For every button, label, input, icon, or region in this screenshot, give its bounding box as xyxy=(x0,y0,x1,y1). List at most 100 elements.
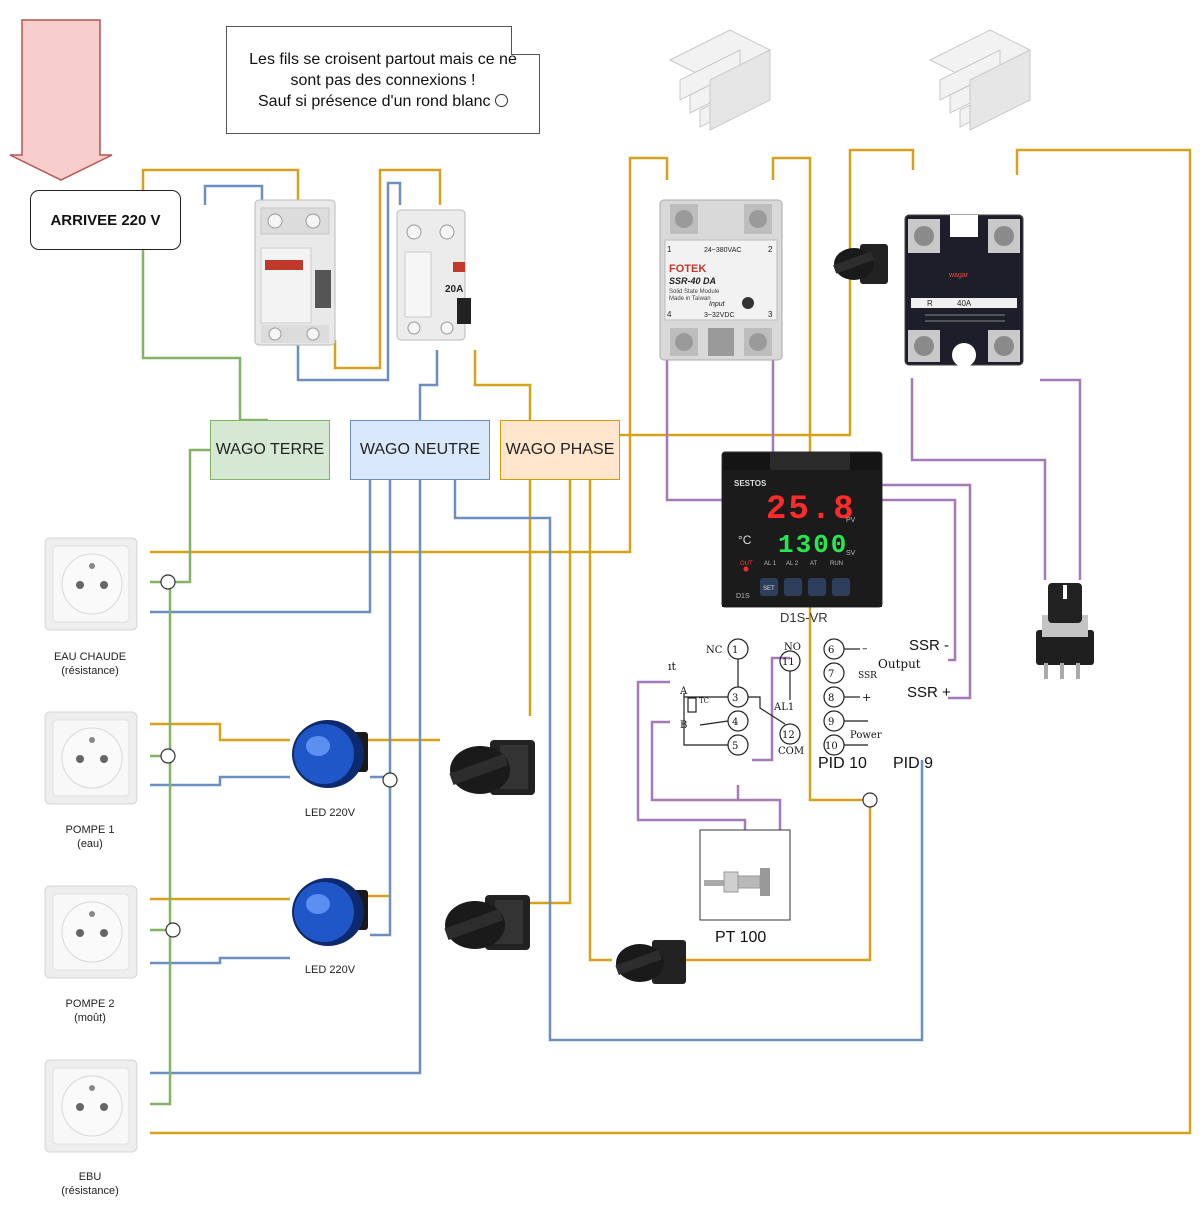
phase-wires xyxy=(141,148,1192,1135)
outlet-name: EAU CHAUDE xyxy=(53,651,127,663)
earth-wires xyxy=(141,250,268,1106)
outlet-eau-chaude xyxy=(44,537,138,631)
outlet-sub: (moût) xyxy=(74,1012,106,1024)
arrivee-box: ARRIVEE 220 V xyxy=(30,190,181,250)
led-indicator-1 xyxy=(292,720,368,788)
terminal-7: 7 xyxy=(828,669,834,680)
outlet-pompe-1 xyxy=(44,711,138,805)
svg-text:+: + xyxy=(862,691,871,704)
control-wires xyxy=(636,360,1082,830)
terminal-5: 5 xyxy=(732,741,738,752)
ssr1-sub2: Made in Taiwan xyxy=(669,296,711,302)
outlet-label-ebu: EBU (résistance) xyxy=(30,1170,150,1198)
outlet-name: EBU xyxy=(78,1171,102,1183)
pid-set-button: SET xyxy=(763,586,775,592)
breaker-rating: 20A xyxy=(445,284,463,295)
terminal-com: COM xyxy=(778,746,804,757)
circuit-breaker: 20A xyxy=(396,209,471,341)
pid-sv-tag: SV xyxy=(846,550,856,557)
terminal-a: A xyxy=(679,686,688,697)
pid-run-led: RUN xyxy=(830,561,843,567)
terminal-8: 8 xyxy=(828,693,834,704)
ssr2-brand: wagar xyxy=(948,272,969,279)
pid-at-led: AT xyxy=(810,561,818,567)
ssr1-sub1: Solid State Module xyxy=(669,289,720,295)
terminal-11: 11 xyxy=(782,657,795,668)
arrivee-label: ARRIVEE 220 V xyxy=(50,211,161,229)
pid-d1s: D1S xyxy=(736,593,750,600)
outlet-label-eau-chaude: EAU CHAUDE (résistance) xyxy=(30,650,150,678)
outlet-sub: (résistance) xyxy=(61,665,119,677)
outlet-name: POMPE 2 xyxy=(65,998,115,1010)
pt100-label: PT 100 xyxy=(715,929,766,946)
pid-unit: °C xyxy=(738,533,752,547)
terminal-9: 9 xyxy=(828,717,834,728)
note-line-3: Sauf si présence d'un rond blanc xyxy=(227,91,539,112)
label-pid10: PID 10 xyxy=(818,755,867,772)
terminal-6: 6 xyxy=(828,645,834,656)
selector-switch-icon xyxy=(444,895,530,950)
pt100-probe: PT 100 xyxy=(699,829,791,946)
ssr1-terminal-3: 3 xyxy=(768,310,773,319)
led-label-2: LED 220V xyxy=(304,964,356,976)
pid-pv-tag: PV xyxy=(846,517,856,524)
heatsink-icon xyxy=(668,29,772,131)
outlet-sub: (résistance) xyxy=(61,1185,119,1197)
terminal-al1: AL1 xyxy=(773,702,794,713)
selector-switch-icon xyxy=(615,940,686,984)
terminal-nc: NC xyxy=(706,645,723,656)
terminal-ssr: SSR xyxy=(858,671,877,681)
ssr1-voltage: 24~380VAC xyxy=(704,247,741,254)
ssr-black: wagar R 40A xyxy=(904,214,1024,367)
ssr1-terminal-2: 2 xyxy=(768,245,773,254)
led-indicator-2 xyxy=(292,878,368,946)
note-line-3-text: Sauf si présence d'un rond blanc xyxy=(258,93,491,110)
label-ssr-plus: SSR + xyxy=(907,684,951,701)
label-ssr-minus: SSR - xyxy=(909,637,949,654)
terminal-4: 4 xyxy=(732,717,738,728)
outlet-label-pompe-2: POMPE 2 (moût) xyxy=(30,997,150,1025)
outlet-name: POMPE 1 xyxy=(65,824,115,836)
terminal-b: B xyxy=(680,720,687,731)
white-circle-icon xyxy=(495,94,508,107)
wago-neutre-label: WAGO NEUTRE xyxy=(359,441,481,458)
outlet-label-pompe-1: POMPE 1 (eau) xyxy=(30,823,150,851)
terminal-3: 3 xyxy=(732,693,738,704)
wago-terre: WAGO TERRE xyxy=(210,420,330,480)
incoming-power-arrow xyxy=(9,19,113,181)
junctions xyxy=(160,574,878,938)
outlet-ebu xyxy=(44,1059,138,1153)
pid-al1-led: AL 1 xyxy=(764,561,777,567)
ssr1-brand: FOTEK xyxy=(669,263,706,275)
wago-phase-label: WAGO PHASE xyxy=(505,441,615,458)
heatsink-icon xyxy=(928,29,1032,131)
led-label-1: LED 220V xyxy=(304,807,356,819)
pid-out-led: OUT xyxy=(740,561,753,567)
label-pid9: PID 9 xyxy=(893,755,933,772)
wago-neutre: WAGO NEUTRE xyxy=(350,420,490,480)
terminal-power: Power xyxy=(850,730,882,741)
selector-switch-icon xyxy=(449,740,535,795)
ssr1-terminal-4: 4 xyxy=(667,310,672,319)
note-line-1: Les fils se croisent partout mais ce ne xyxy=(249,51,517,68)
note-line-2: sont pas des connexions ! xyxy=(290,72,476,89)
svg-text:–: – xyxy=(862,642,868,655)
terminal-tc: TC xyxy=(699,697,709,705)
ssr1-dc: 3~32VDC xyxy=(704,312,735,319)
pid-pv-value: 25.8 xyxy=(766,491,856,529)
terminal-1: 1 xyxy=(732,645,738,656)
ssr-fotek: 1 2 24~380VAC FOTEK SSR-40 DA Solid Stat… xyxy=(659,199,783,361)
differential-breaker xyxy=(254,199,336,346)
ssr2-r: R xyxy=(927,299,933,308)
ssr1-model: SSR-40 DA xyxy=(669,276,716,286)
outlet-sub: (eau) xyxy=(77,838,103,850)
svg-text:ıt: ıt xyxy=(668,660,677,673)
potentiometer-icon xyxy=(1036,583,1094,679)
pid-model: D1S-VR xyxy=(780,610,828,625)
selector-switch-icon xyxy=(833,244,888,284)
ssr1-input: Input xyxy=(709,301,726,308)
warning-note: Les fils se croisent partout mais ce ne … xyxy=(226,26,540,134)
terminal-10: 10 xyxy=(825,741,838,752)
ssr2-amp: 40A xyxy=(957,299,972,308)
